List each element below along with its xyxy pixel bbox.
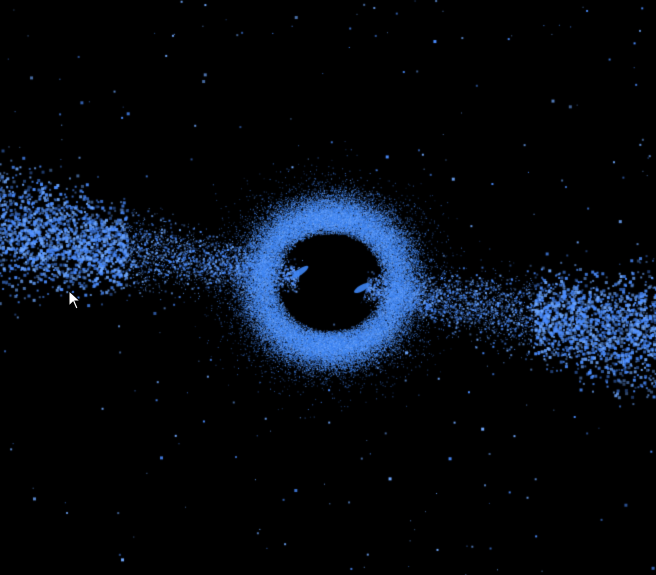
particle-galaxy-canvas[interactable] [0, 0, 656, 575]
particle-visualization-stage[interactable] [0, 0, 656, 575]
